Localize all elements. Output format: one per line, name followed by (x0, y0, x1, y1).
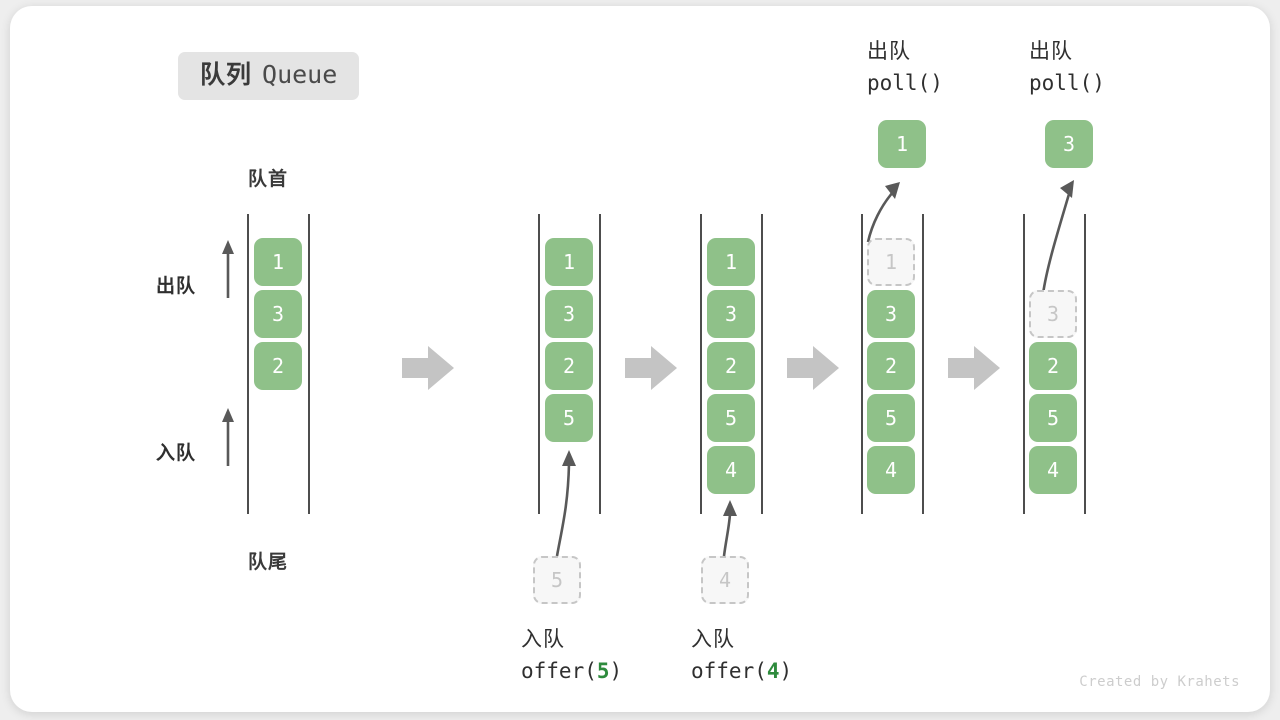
column-3-incoming-ghost: 4 (701, 556, 749, 604)
column-2-cell-0: 1 (545, 238, 593, 286)
column-2-rail-left (538, 214, 540, 514)
column-3-cell-4: 4 (707, 446, 755, 494)
column-1-rail-right (308, 214, 310, 514)
column-2-caption-code-prefix: offer( (521, 658, 597, 683)
column-4-popped-element: 1 (878, 120, 926, 168)
column-4-caption-code-suffix: ) (930, 70, 943, 95)
column-5-rail-left (1023, 214, 1025, 514)
column-1-cell-2: 2 (254, 342, 302, 390)
column-5-dequeue-motion-arrow-icon (1041, 180, 1074, 295)
column-5-caption-code: poll() (1029, 68, 1105, 100)
column-3-rail-right (761, 214, 763, 514)
step-arrow-2-icon (625, 346, 677, 390)
diagram-card: 队列 Queue 队首 队尾 出队 入队 1 3 2 1 3 2 5 (10, 6, 1270, 712)
column-3-caption-cn: 入队 (691, 628, 735, 651)
column-4-cell-4: 4 (867, 446, 915, 494)
title-cn: 队列 (200, 61, 253, 89)
column-2-caption-code-suffix: ) (609, 658, 623, 683)
column-3-cell-1: 3 (707, 290, 755, 338)
column-2-caption-arg: 5 (596, 658, 610, 683)
column-1-cell-0: 1 (254, 238, 302, 286)
queue-tail-label: 队尾 (248, 552, 289, 573)
column-5-cell-1: 2 (1029, 342, 1077, 390)
column-1-rail-left (247, 214, 249, 514)
diagram-title-badge: 队列 Queue (178, 52, 360, 100)
title-en: Queue (262, 60, 338, 89)
queue-head-label: 队首 (248, 169, 289, 190)
column-4-cell-3: 5 (867, 394, 915, 442)
step-arrow-1-icon (402, 346, 454, 390)
column-4-caption-code-prefix: poll( (867, 70, 931, 95)
column-3-caption-code-suffix: ) (779, 658, 793, 683)
column-1-cell-1: 3 (254, 290, 302, 338)
column-3-caption-code-prefix: offer( (691, 658, 767, 683)
column-3-rail-left (700, 214, 702, 514)
column-4-dequeue-motion-arrow-icon (866, 182, 900, 243)
dequeue-direction-arrow-icon (222, 240, 234, 298)
enqueue-direction-label: 入队 (156, 443, 197, 464)
dequeue-direction-label: 出队 (156, 276, 197, 297)
column-3-caption: 入队 offer(4) (691, 624, 792, 687)
enqueue-direction-arrow-icon (222, 408, 234, 466)
column-2-rail-right (599, 214, 601, 514)
column-4-rail-right (922, 214, 924, 514)
column-2-caption: 入队 offer(5) (521, 624, 622, 687)
column-4-cell-1: 3 (867, 290, 915, 338)
column-3-cell-3: 5 (707, 394, 755, 442)
column-4-cell-0-ghost: 1 (867, 238, 915, 286)
column-4-rail-left (861, 214, 863, 514)
column-5-caption-code-prefix: poll( (1029, 70, 1093, 95)
column-2-incoming-ghost: 5 (533, 556, 581, 604)
column-5-popped-element: 3 (1045, 120, 1093, 168)
column-3-enqueue-motion-arrow-icon (722, 500, 737, 557)
column-5-rail-right (1084, 214, 1086, 514)
column-5-cell-3: 4 (1029, 446, 1077, 494)
column-2-cell-1: 3 (545, 290, 593, 338)
watermark: Created by Krahets (1079, 674, 1240, 690)
step-arrow-4-icon (948, 346, 1000, 390)
column-2-enqueue-motion-arrow-icon (555, 450, 576, 557)
column-2-caption-cn: 入队 (521, 628, 565, 651)
column-2-cell-3: 5 (545, 394, 593, 442)
column-5-cell-0-ghost: 3 (1029, 290, 1077, 338)
column-4-caption-cn: 出队 (867, 40, 911, 63)
column-3-caption-code: offer(4) (691, 656, 792, 688)
column-3-cell-0: 1 (707, 238, 755, 286)
column-5-cell-2: 5 (1029, 394, 1077, 442)
column-4-caption-code: poll() (867, 68, 943, 100)
column-2-cell-2: 2 (545, 342, 593, 390)
column-3-caption-arg: 4 (766, 658, 780, 683)
step-arrow-3-icon (787, 346, 839, 390)
column-2-caption-code: offer(5) (521, 656, 622, 688)
column-5-caption-cn: 出队 (1029, 40, 1073, 63)
column-4-cell-2: 2 (867, 342, 915, 390)
column-4-caption: 出队 poll() (867, 36, 943, 99)
column-3-cell-2: 2 (707, 342, 755, 390)
column-5-caption-code-suffix: ) (1092, 70, 1105, 95)
column-5-caption: 出队 poll() (1029, 36, 1105, 99)
